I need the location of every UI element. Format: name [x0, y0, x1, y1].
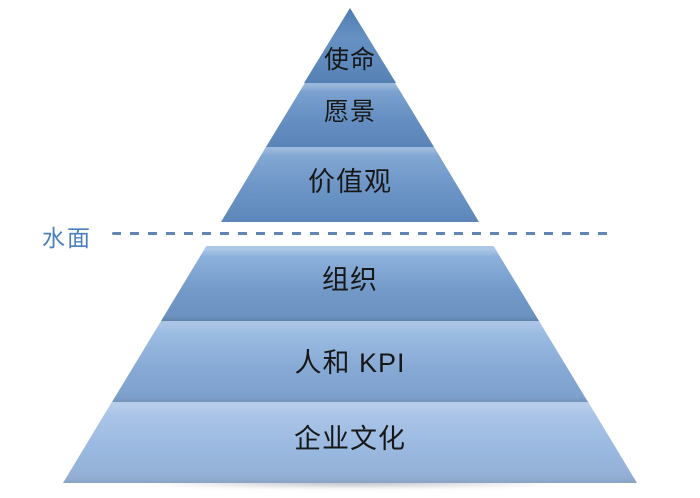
pyramid-level-corporate-culture	[63, 402, 637, 483]
level-label-mission: 使命	[323, 46, 376, 74]
pyramid-level-people-kpi	[112, 321, 588, 402]
waterline-label: 水面	[42, 225, 92, 251]
level-label-vision: 愿景	[323, 98, 376, 126]
level-label-values: 价值观	[308, 167, 392, 197]
level-label-corporate-culture: 企业文化	[294, 424, 406, 454]
pyramid-level-values	[221, 147, 479, 222]
level-label-organization: 组织	[322, 265, 378, 295]
waterline-dashed-line	[112, 232, 608, 235]
level-label-people-kpi: 人和 KPI	[294, 348, 406, 378]
pyramid-level-organization	[161, 246, 539, 321]
